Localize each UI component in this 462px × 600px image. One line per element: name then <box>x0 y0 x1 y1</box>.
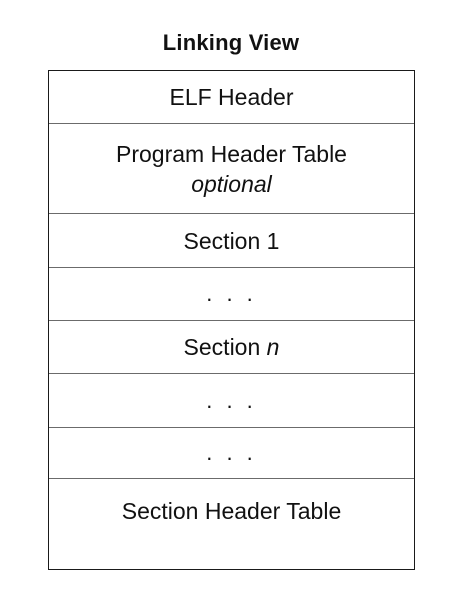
ellipsis-3: . . . <box>206 440 257 465</box>
section-n-label: Section n <box>184 332 280 362</box>
program-header-optional-note: optional <box>191 170 272 197</box>
ellipsis-2: . . . <box>206 387 257 413</box>
elf-header-row: ELF Header <box>49 71 414 124</box>
ellipsis-row-1: . . . <box>49 268 414 321</box>
section-n-prefix: Section <box>183 334 261 360</box>
ellipsis-row-2: . . . <box>49 374 414 428</box>
program-header-table-row: Program Header Table optional <box>49 124 414 214</box>
ellipsis-1: . . . <box>206 281 257 306</box>
ellipsis-row-3: . . . <box>49 428 414 479</box>
section-n-row: Section n <box>49 321 414 374</box>
section-1-label: Section 1 <box>183 227 280 254</box>
section-header-table-label: Section Header Table <box>121 498 342 524</box>
elf-header-label: ELF Header <box>169 84 294 110</box>
section-n-variable: n <box>266 334 280 360</box>
program-header-table-label: Program Header Table <box>116 140 347 167</box>
linking-view-diagram: ELF Header Program Header Table optional… <box>48 70 415 570</box>
section-1-row: Section 1 <box>49 214 414 268</box>
section-header-table-row: Section Header Table <box>49 479 414 571</box>
diagram-title: Linking View <box>162 30 300 55</box>
